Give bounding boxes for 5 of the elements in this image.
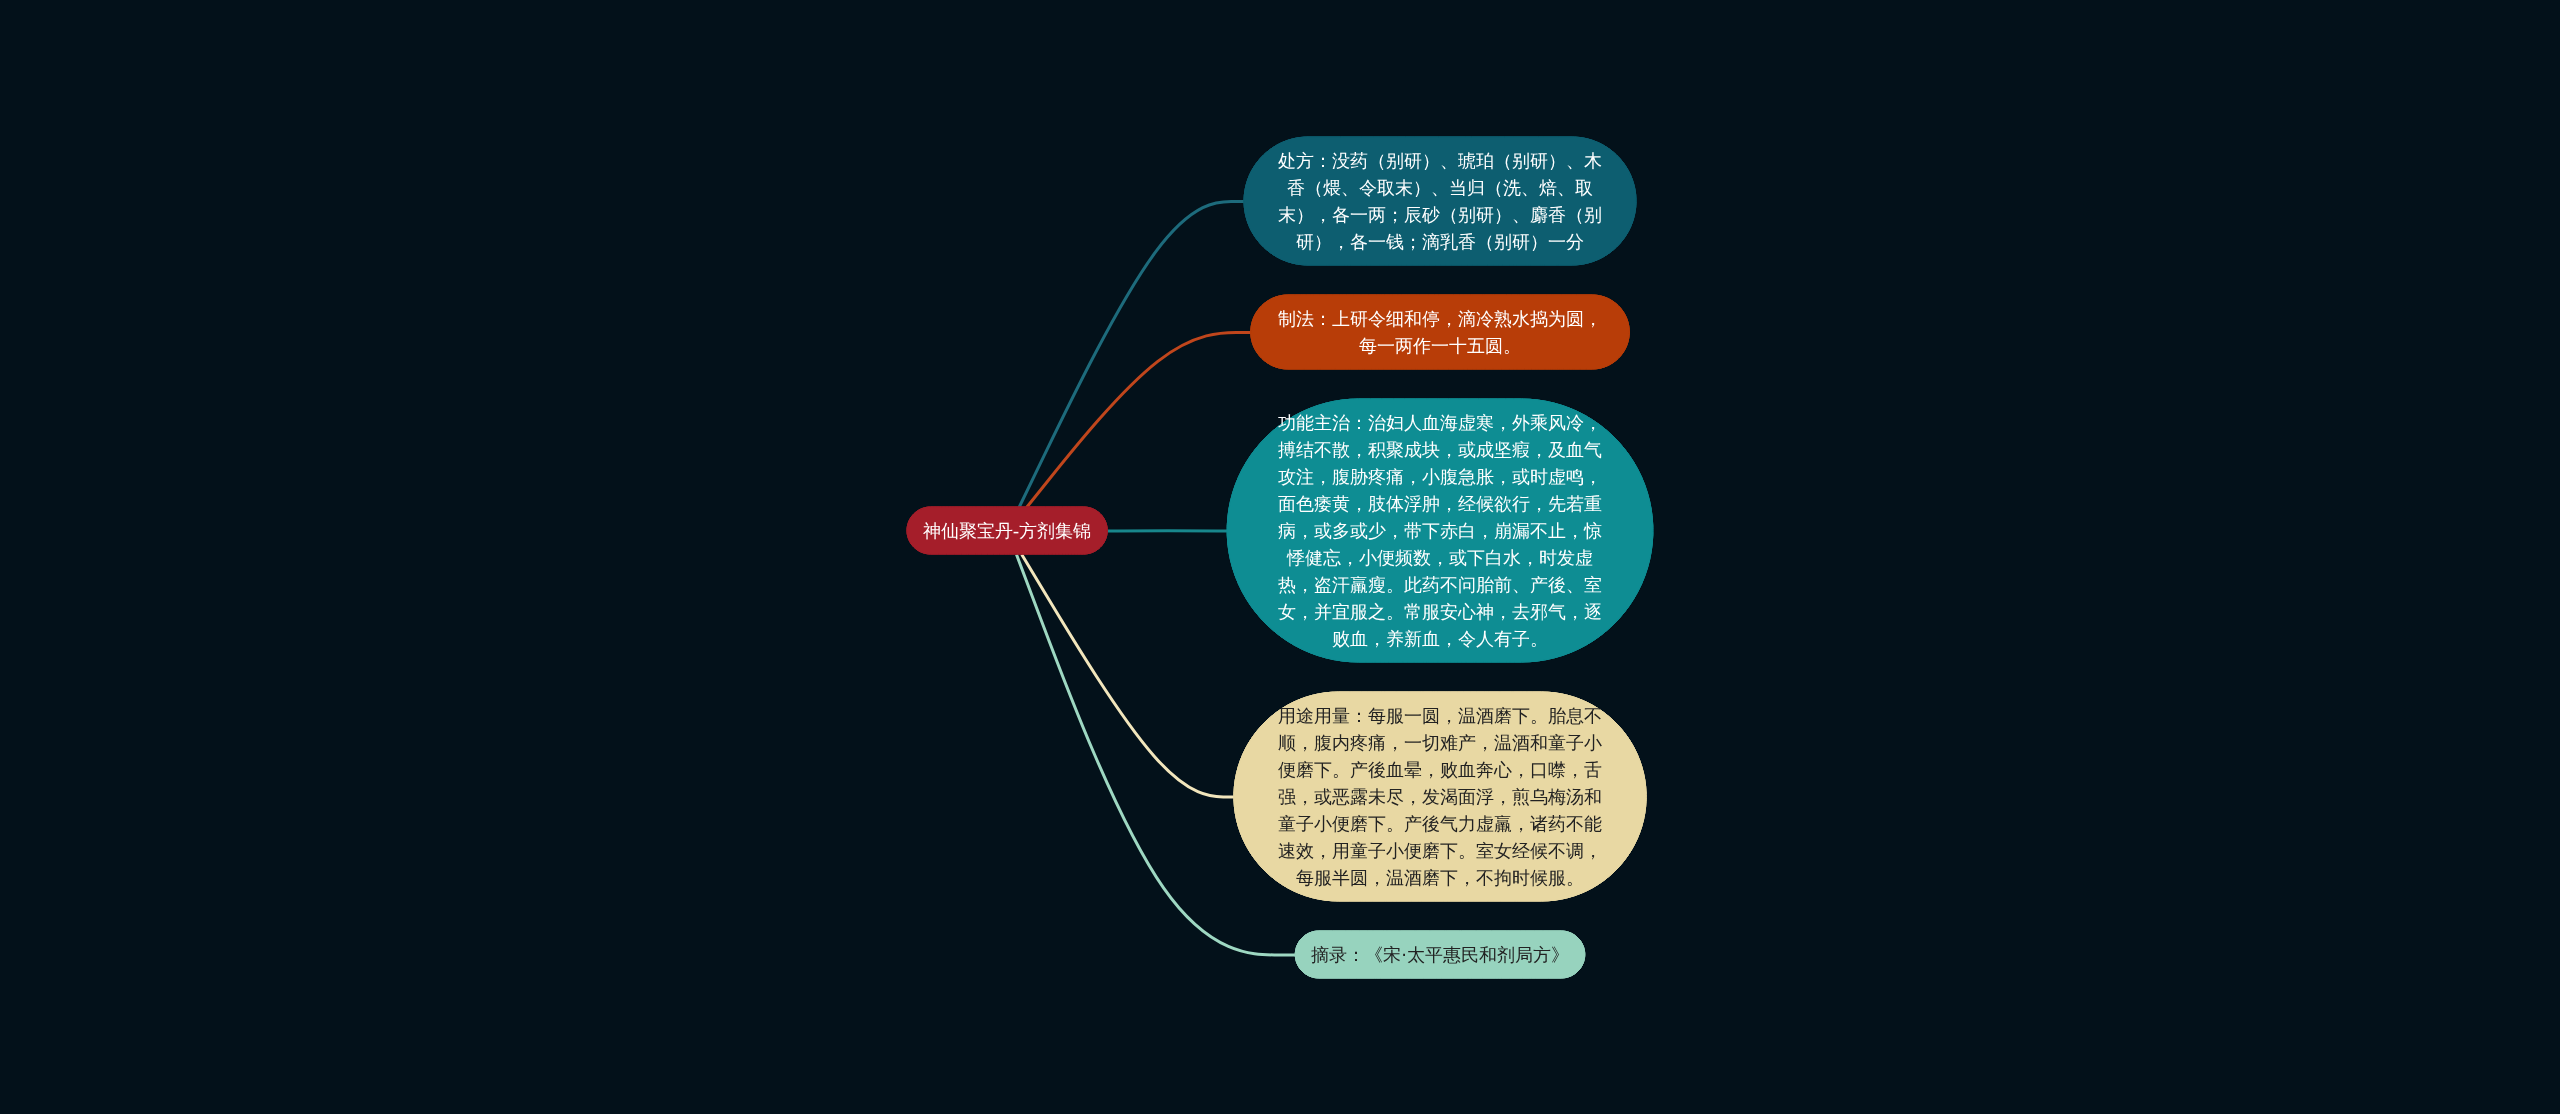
- connector: [1025, 330, 1252, 508]
- connector: [1107, 528, 1228, 532]
- connector: [1017, 199, 1245, 508]
- connector: [1020, 553, 1235, 798]
- connector: [1015, 553, 1296, 956]
